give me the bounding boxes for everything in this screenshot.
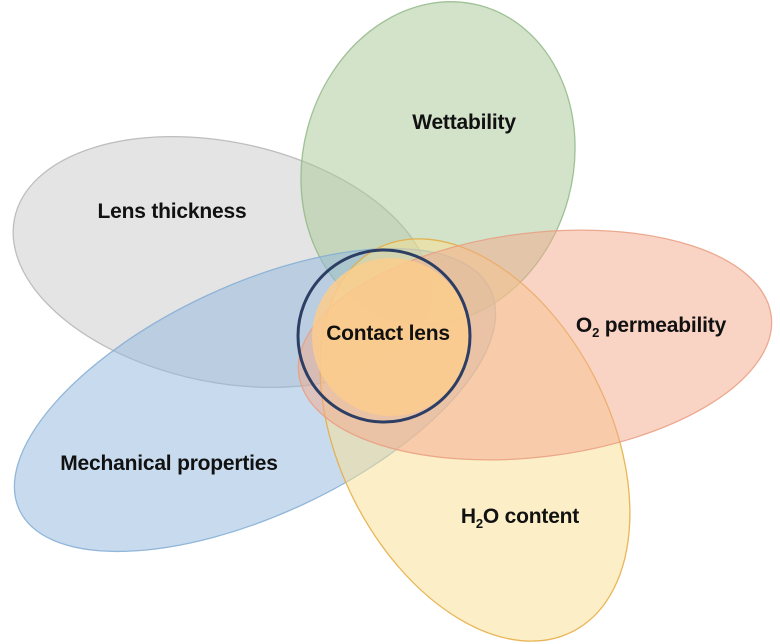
o2-label-element: O — [575, 314, 593, 337]
petal-label-o2-permeability: O2 permeability — [575, 314, 727, 341]
h2o-label-element: H — [460, 505, 476, 528]
h2o-label-subscript: 2 — [475, 516, 483, 532]
center-overlap-disc — [312, 258, 470, 416]
petal-label-mechanical-properties: Mechanical properties — [60, 452, 278, 475]
center-circle-ring — [296, 248, 472, 424]
center-label-contact-lens: Contact lens — [326, 322, 450, 345]
o2-label-subscript: 2 — [592, 325, 600, 341]
h2o-label-rest: O content — [482, 505, 580, 528]
petal-label-wettability: Wettability — [412, 111, 516, 134]
petal-label-lens-thickness: Lens thickness — [97, 200, 247, 223]
petal-label-h2o-content: H2O content — [460, 505, 580, 532]
o2-label-rest: permeability — [599, 314, 727, 337]
